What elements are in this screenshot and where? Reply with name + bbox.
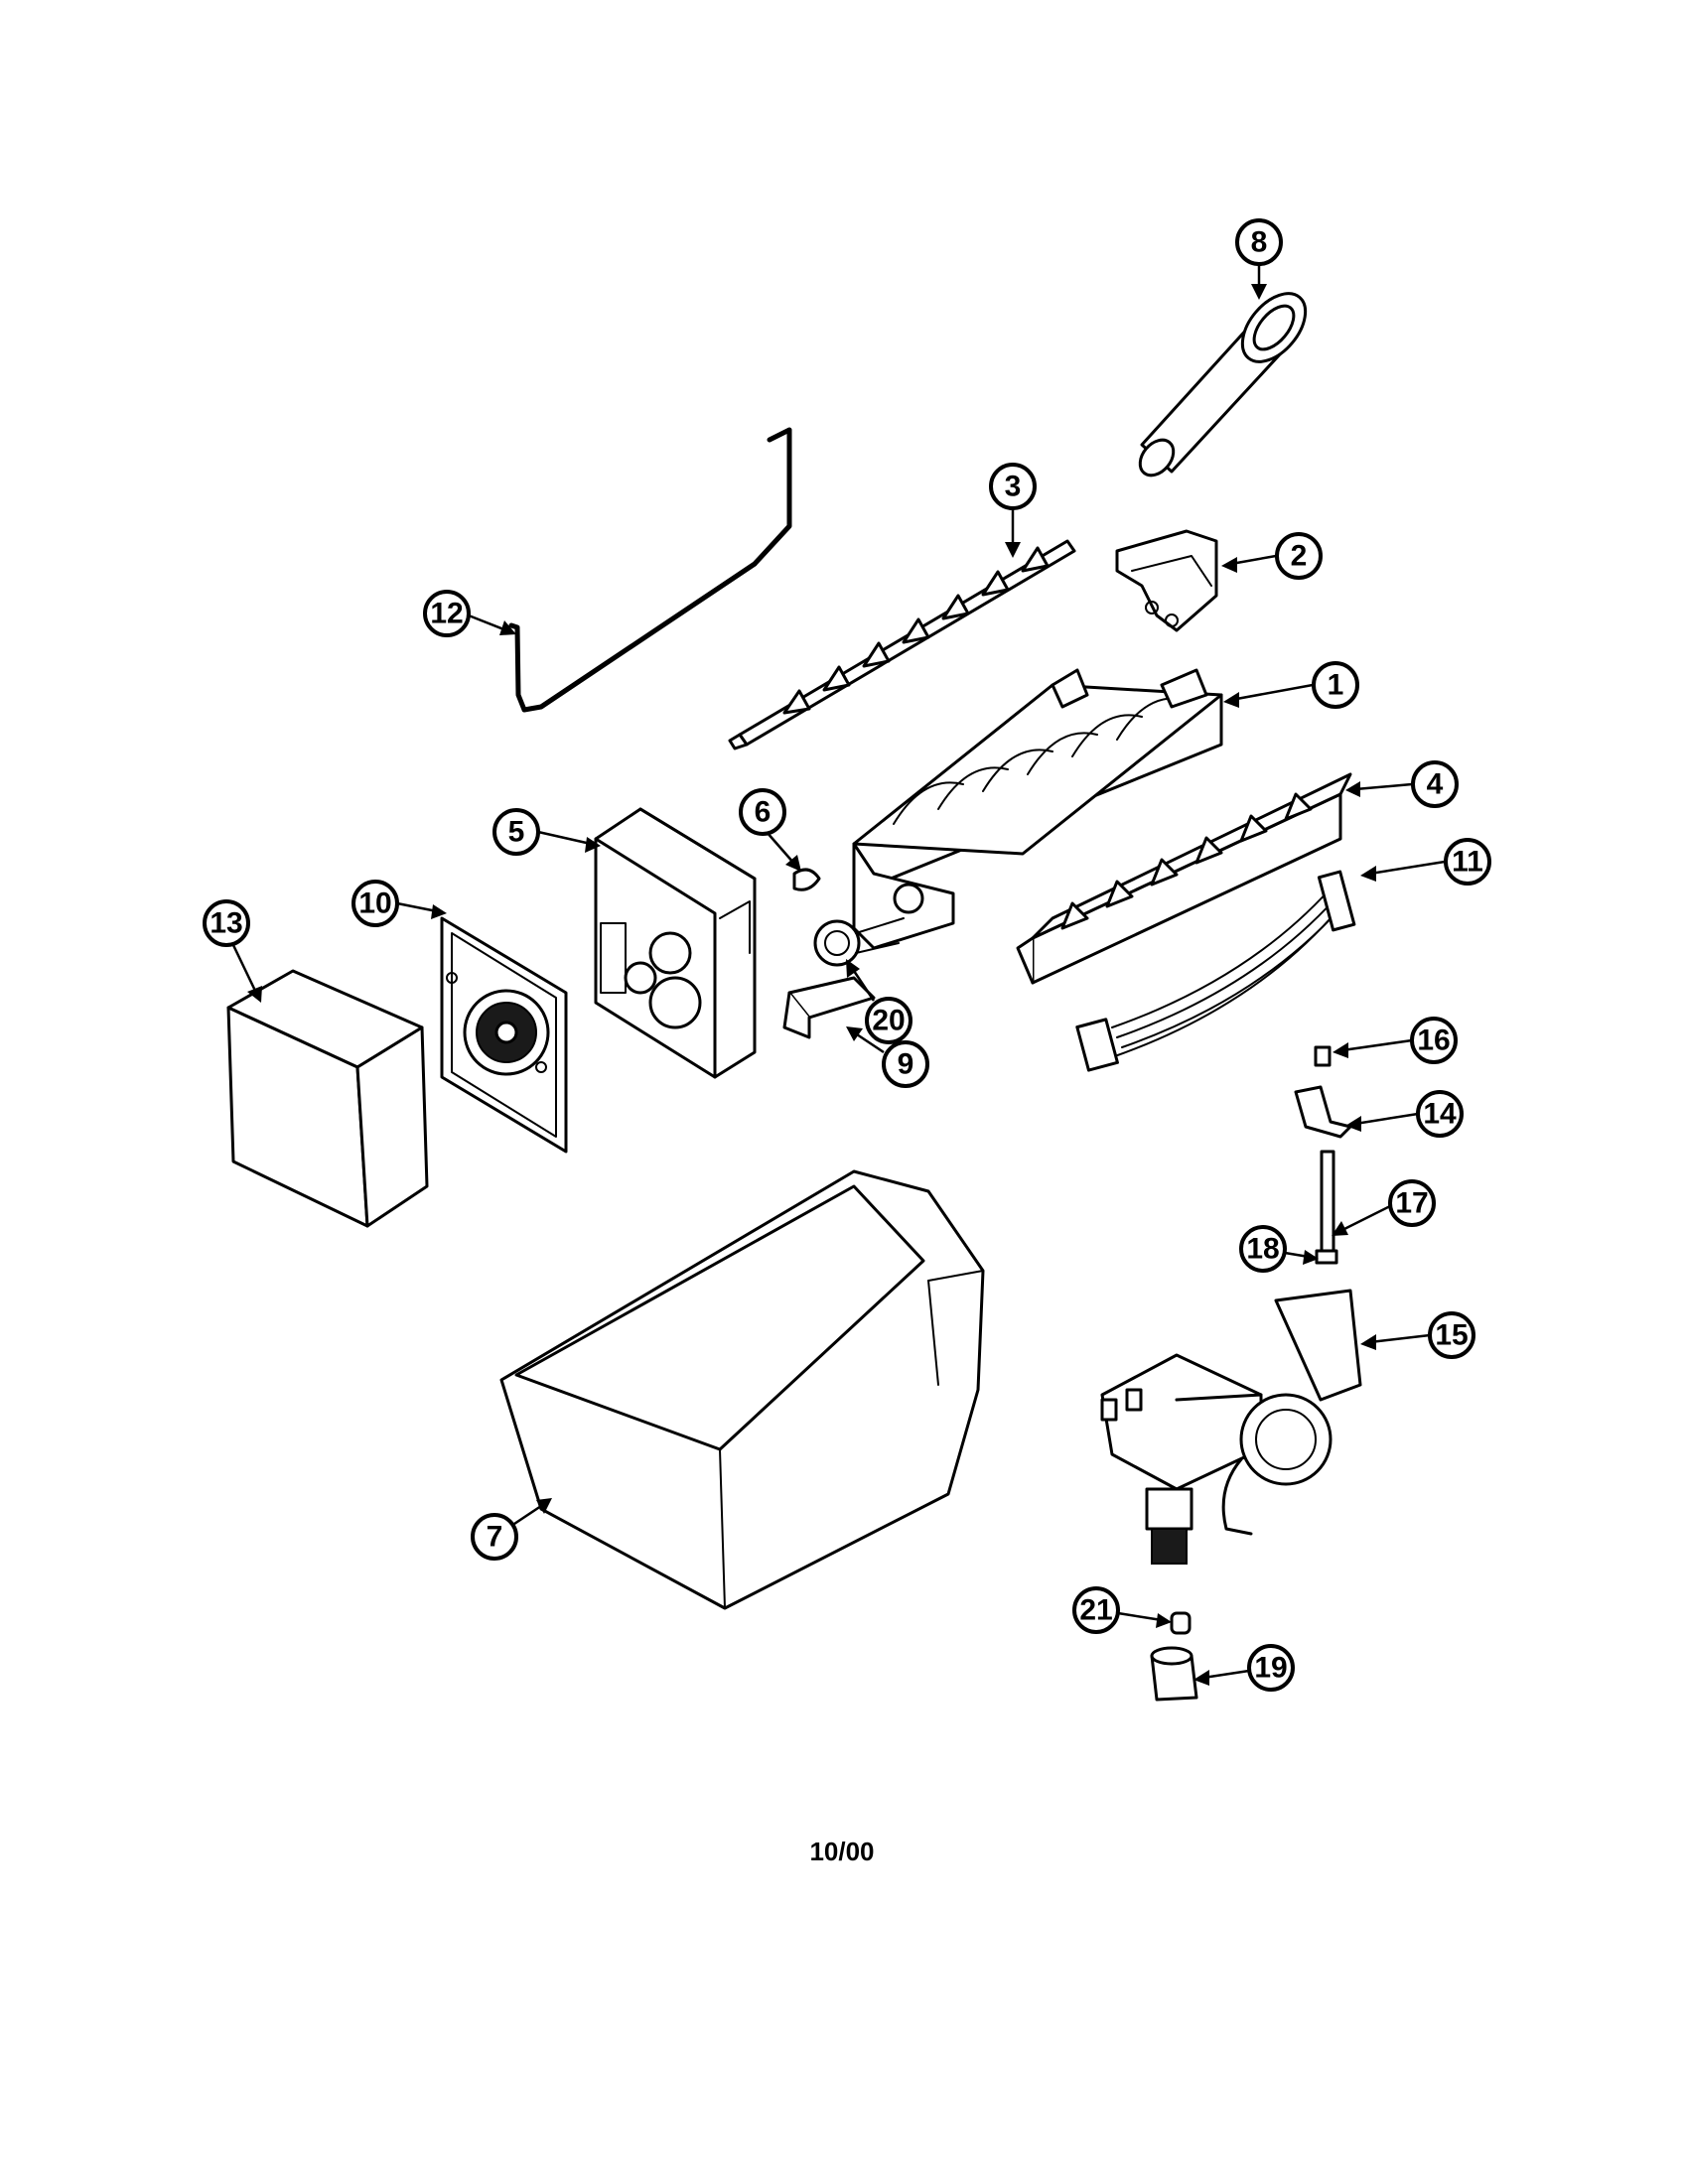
part-water-valve xyxy=(1100,1289,1362,1565)
callout-18-label: 18 xyxy=(1246,1233,1279,1266)
callout-19: 19 xyxy=(1193,1644,1295,1692)
callout-14-label: 14 xyxy=(1423,1098,1457,1131)
revision-date: 10/00 xyxy=(809,1837,875,1866)
part-box xyxy=(226,969,429,1228)
callout-10-label: 10 xyxy=(358,887,391,920)
part-shutoff-arm xyxy=(508,427,792,713)
part-ice-bucket xyxy=(499,1169,985,1610)
callout-5-label: 5 xyxy=(508,816,525,849)
part-ejector xyxy=(728,539,1076,751)
callout-20-label: 20 xyxy=(872,1005,905,1037)
callout-2: 2 xyxy=(1221,532,1323,580)
part-cover-plate xyxy=(440,916,568,1154)
callout-12: 12 xyxy=(423,590,516,637)
callout-9-label: 9 xyxy=(898,1048,914,1081)
part-mold-cover xyxy=(1115,529,1218,632)
callout-16-label: 16 xyxy=(1417,1024,1450,1057)
callout-13-label: 13 xyxy=(210,907,242,940)
callout-6: 6 xyxy=(739,788,801,872)
callout-2-label: 2 xyxy=(1291,540,1308,573)
part-clip xyxy=(792,868,821,891)
part-stripper xyxy=(1016,772,1352,985)
part-thermostat xyxy=(813,917,905,967)
part-tube-assembly xyxy=(1294,1045,1352,1265)
callout-17-label: 17 xyxy=(1395,1187,1428,1220)
callout-17: 17 xyxy=(1332,1179,1436,1236)
callout-9: 9 xyxy=(846,1026,929,1088)
part-wiring-harness xyxy=(1075,870,1356,1072)
callout-14: 14 xyxy=(1345,1090,1464,1138)
callout-11-label: 11 xyxy=(1452,846,1483,879)
callout-15: 15 xyxy=(1360,1311,1475,1359)
callout-8-label: 8 xyxy=(1251,226,1268,259)
callout-6-label: 6 xyxy=(755,796,772,829)
callout-21-label: 21 xyxy=(1079,1594,1112,1627)
callout-7: 7 xyxy=(471,1498,552,1561)
callout-1: 1 xyxy=(1223,661,1359,709)
part-fill-tube xyxy=(1138,292,1308,478)
callout-4: 4 xyxy=(1345,760,1459,808)
callout-1-label: 1 xyxy=(1328,669,1344,702)
part-nut xyxy=(1150,1646,1198,1702)
callout-7-label: 7 xyxy=(487,1521,503,1554)
part-sleeve xyxy=(1170,1611,1192,1635)
part-module-housing xyxy=(594,807,757,1079)
callout-13: 13 xyxy=(203,899,262,1003)
callout-20: 20 xyxy=(846,959,912,1044)
callout-4-label: 4 xyxy=(1427,768,1444,801)
callout-19-label: 19 xyxy=(1254,1652,1287,1685)
callout-11: 11 xyxy=(1360,838,1491,886)
callout-3-label: 3 xyxy=(1005,471,1022,503)
callout-16: 16 xyxy=(1333,1017,1458,1064)
callout-18: 18 xyxy=(1239,1225,1319,1273)
callout-15-label: 15 xyxy=(1435,1319,1468,1352)
part-shield xyxy=(782,976,876,1039)
callout-21: 21 xyxy=(1072,1586,1172,1634)
callout-10: 10 xyxy=(351,880,447,927)
callout-3: 3 xyxy=(989,463,1037,558)
callout-8: 8 xyxy=(1235,218,1283,300)
callout-12-label: 12 xyxy=(430,598,463,630)
callout-5: 5 xyxy=(492,808,601,856)
